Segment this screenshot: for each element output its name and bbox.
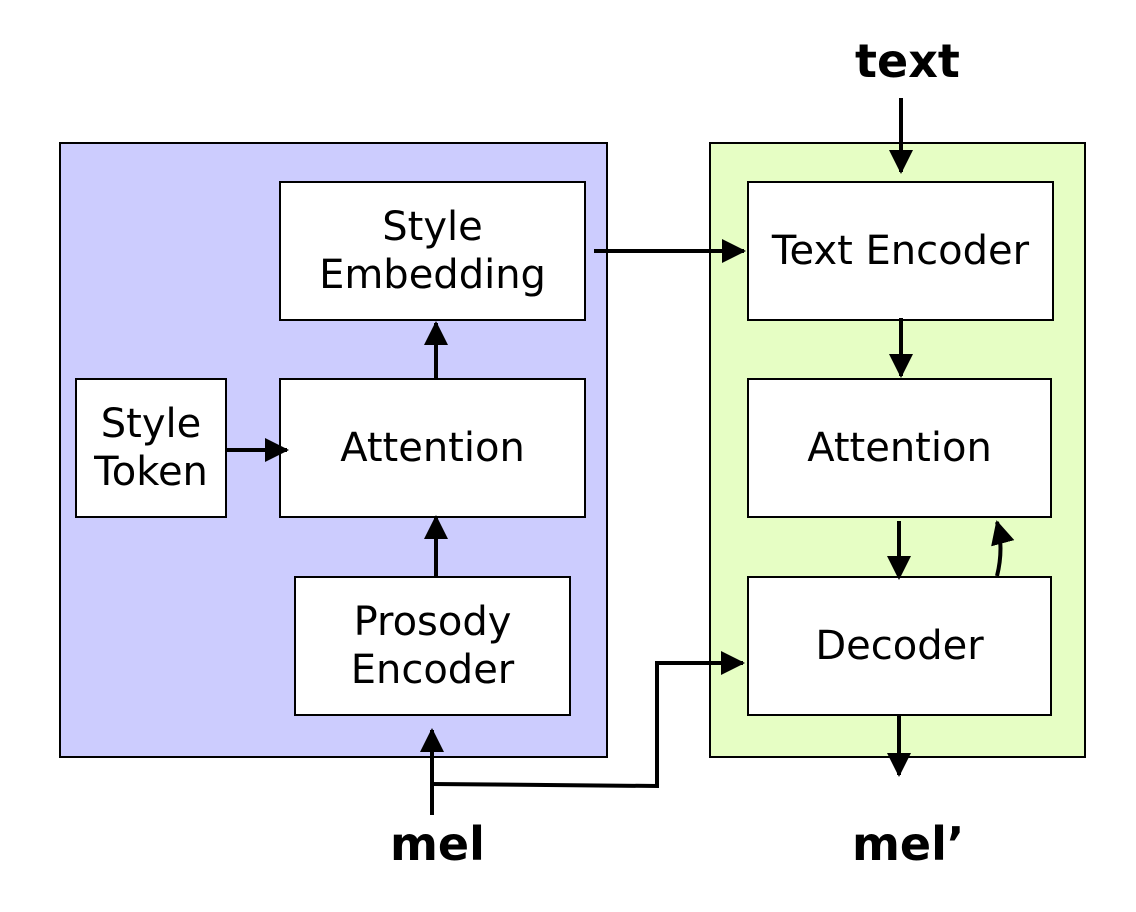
text-input-label: text	[855, 34, 960, 88]
style-embedding-label-line2: Embedding	[319, 252, 546, 298]
style-embedding-label-line1: Style	[382, 204, 483, 250]
style-token-label-line1: Style	[100, 401, 202, 447]
mel-output-label: mel’	[852, 817, 965, 871]
style-token-label-line2: Token	[94, 449, 208, 495]
text-encoder-label: Text Encoder	[771, 228, 1030, 274]
mel-input-label: mel	[390, 817, 485, 871]
style-attention-label: Attention	[340, 425, 525, 471]
style-attention-block: Attention	[279, 378, 586, 518]
prosody-encoder-label-line1: Prosody	[353, 599, 512, 645]
prosody-encoder-label-line2: Encoder	[350, 647, 515, 693]
decoder-block: Decoder	[747, 576, 1052, 716]
text-encoder-block: Text Encoder	[747, 181, 1054, 321]
style-embedding-block: Style Embedding	[279, 181, 586, 321]
tts-attention-block: Attention	[747, 378, 1052, 518]
decoder-label: Decoder	[815, 623, 984, 669]
tts-attention-label: Attention	[807, 425, 992, 471]
style-token-block: Style Token	[75, 378, 227, 518]
prosody-encoder-block: Prosody Encoder	[294, 576, 571, 716]
